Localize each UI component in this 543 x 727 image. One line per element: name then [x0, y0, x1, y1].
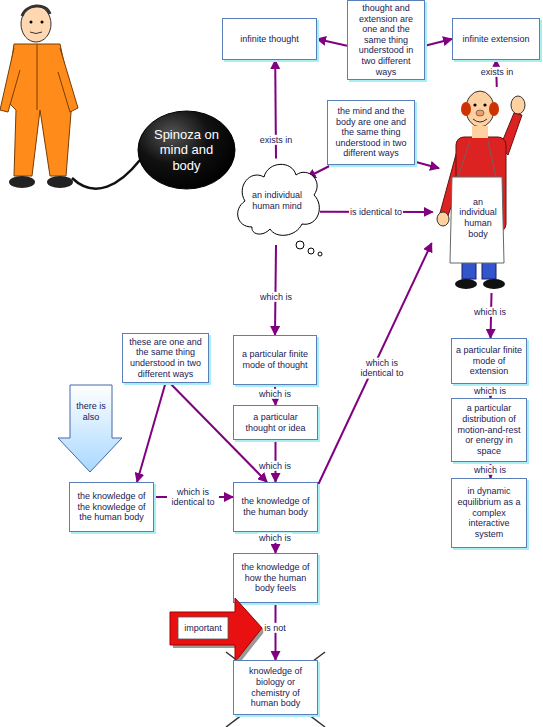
node-text: knowledge of biology or chemistry of hum… — [237, 666, 314, 708]
node-text: a particular finite mode of extension — [455, 345, 523, 377]
node-text: the knowledge of the human body — [237, 496, 314, 517]
node-text: the knowledge of the knowledge of the hu… — [73, 491, 150, 523]
concept-box: knowledge of biology or chemistry of hum… — [233, 660, 318, 715]
prisoner-figure — [0, 6, 140, 189]
edge-label: which is — [258, 461, 292, 471]
node-text: Spinoza on mind and body — [149, 127, 224, 174]
concept-box: thought and extension are one and the sa… — [347, 0, 425, 80]
ellipse-node: Spinoza on mind and body — [137, 110, 236, 190]
edge-label: which is — [258, 533, 292, 543]
right-arrow-shape — [170, 598, 262, 662]
node-text: a particular thought or idea — [237, 412, 314, 433]
man-node: an individual human body — [418, 85, 523, 293]
concept-box: infinite thought — [222, 18, 317, 60]
arrow-text-box — [178, 617, 228, 639]
edge-label: which is — [258, 389, 292, 399]
edge-label: which is — [259, 292, 293, 302]
node-text: the knowledge of how the human body feel… — [237, 562, 314, 594]
connector-arrow — [275, 245, 276, 335]
node-text: important — [184, 623, 222, 634]
concept-box: a particular thought or idea — [233, 405, 318, 440]
concept-box: the knowledge of the human body — [233, 482, 318, 532]
thought-bubble — [308, 248, 314, 254]
concept-box: the mind and the body are one and the sa… — [327, 100, 415, 165]
bluearrow-node: there is also — [58, 385, 122, 472]
text-area: an individual human mind — [248, 183, 306, 219]
title-ball — [138, 111, 235, 189]
edge-label: is not — [263, 623, 287, 633]
edge-label: exists in — [480, 67, 515, 77]
node-text: these are one and the same thing underst… — [126, 337, 205, 379]
node-text: a particular finite mode of thought — [237, 349, 313, 370]
connector-arrow — [318, 243, 432, 485]
concept-box: a particular finite mode of thought — [233, 335, 317, 385]
node-text: there is also — [70, 401, 112, 422]
node-text: a particular distribution of motion-and-… — [455, 403, 523, 456]
thought-cloud — [238, 164, 320, 235]
connector-arrow — [415, 162, 439, 168]
node-text: in dynamic equilibrium as a complex inte… — [455, 486, 523, 539]
concept-box: a particular finite mode of extension — [451, 338, 527, 384]
cross-out-lines — [226, 652, 325, 727]
man-figure — [437, 91, 525, 289]
node-text: infinite thought — [240, 34, 299, 45]
node-text: an individual human mind — [248, 190, 306, 211]
text-area: an individual human body — [454, 185, 502, 251]
down-arrow-shape — [58, 385, 122, 472]
concept-box: the knowledge of how the human body feel… — [233, 553, 318, 603]
node-text: infinite extension — [462, 34, 529, 45]
edge-label: which is — [473, 386, 507, 396]
node-text: thought and extension are one and the sa… — [351, 3, 421, 77]
connector-arrow — [425, 39, 452, 46]
edge-label: is identical to — [349, 207, 403, 217]
node-text: the mind and the body are one and the sa… — [331, 106, 411, 159]
concept-box: a particular distribution of motion-and-… — [451, 398, 527, 462]
concept-box: these are one and the same thing underst… — [122, 333, 209, 383]
cloud-node: an individual human mind — [232, 155, 320, 245]
man-outline — [418, 85, 523, 293]
thought-bubble — [296, 241, 304, 249]
edge-label: which is identical to — [355, 358, 409, 379]
text-area: important — [178, 617, 228, 639]
edge-label: which is — [473, 307, 507, 317]
text-area: Spinoza on mind and body — [149, 124, 224, 176]
node-text: an individual human body — [454, 197, 502, 239]
concept-box: the knowledge of the knowledge of the hu… — [69, 482, 154, 532]
thought-bubble — [318, 252, 322, 256]
text-area: there is also — [70, 389, 112, 435]
bluearrow-outline — [58, 385, 122, 472]
edge-label: exists in — [259, 135, 294, 145]
edge-label: which is — [473, 465, 507, 475]
edge-label: which is identical to — [167, 487, 219, 508]
redarrow-node: important — [170, 598, 262, 662]
concept-box: in dynamic equilibrium as a complex inte… — [451, 478, 527, 548]
concept-box: infinite extension — [452, 18, 540, 60]
connector-arrow — [317, 39, 347, 46]
connector-arrow — [137, 383, 166, 482]
